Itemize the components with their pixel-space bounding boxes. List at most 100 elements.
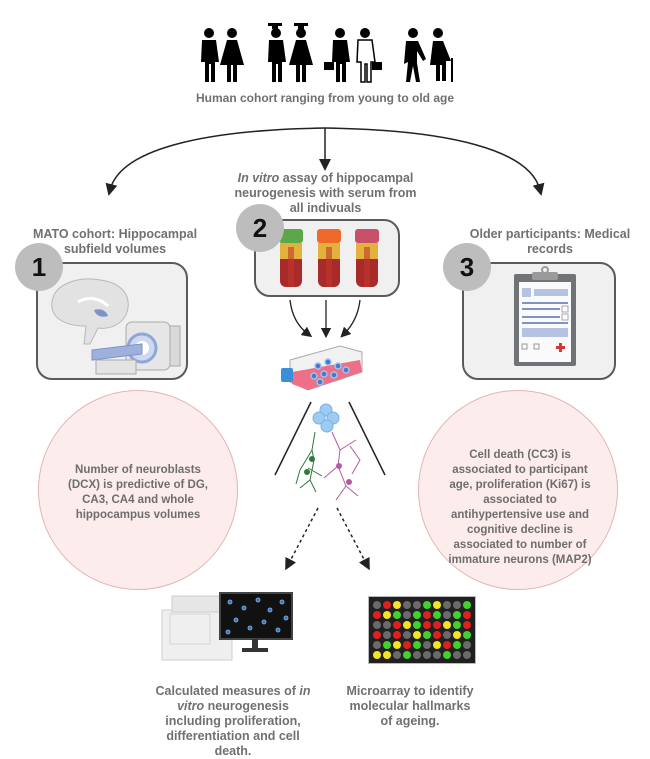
finding-right-text: Cell death (CC3) is associated to partic… bbox=[448, 449, 592, 566]
microarray-dot bbox=[463, 601, 471, 609]
brain-mri-icon bbox=[51, 278, 181, 375]
step3-title: Older participants: Medical records bbox=[469, 227, 631, 256]
microarray-dot bbox=[383, 631, 391, 639]
microarray-dot bbox=[463, 651, 471, 659]
microarray-dot bbox=[463, 631, 471, 639]
microarray-dot bbox=[453, 641, 461, 649]
microarray-dot bbox=[433, 641, 441, 649]
microarray-dot bbox=[403, 631, 411, 639]
microarray-dot bbox=[383, 611, 391, 619]
microarray-dot bbox=[423, 601, 431, 609]
arc-to-step3 bbox=[324, 127, 545, 196]
microarray-dot bbox=[423, 631, 431, 639]
professional-couple-icon bbox=[324, 28, 382, 83]
medical-clipboard-icon bbox=[514, 266, 576, 366]
microarray-dot bbox=[443, 651, 451, 659]
microarray-dot bbox=[453, 651, 461, 659]
microarray-dot bbox=[413, 651, 421, 659]
microarray-dot bbox=[373, 621, 381, 629]
arc-to-step1 bbox=[105, 127, 326, 196]
microarray-dot bbox=[413, 621, 421, 629]
microarray-dot bbox=[373, 651, 381, 659]
blood-tube-icon bbox=[317, 229, 341, 287]
step1-panel bbox=[36, 262, 188, 380]
microarray-dot bbox=[453, 601, 461, 609]
microarray-dot bbox=[373, 601, 381, 609]
microarray-dot bbox=[403, 611, 411, 619]
young-couple-icon bbox=[201, 28, 244, 82]
graduate-couple-icon bbox=[268, 23, 313, 82]
microarray-dot bbox=[393, 631, 401, 639]
blood-tube-icon bbox=[355, 229, 379, 287]
microarray-dot bbox=[433, 651, 441, 659]
step2-number-badge: 2 bbox=[236, 204, 284, 252]
microarray-dot bbox=[443, 611, 451, 619]
microarray-dot bbox=[433, 621, 441, 629]
dashed-arrow-microarray bbox=[336, 507, 370, 571]
microarray-dot bbox=[463, 621, 471, 629]
microarray-dot bbox=[383, 641, 391, 649]
microarray-dot bbox=[393, 651, 401, 659]
elderly-couple-icon bbox=[404, 28, 453, 82]
microarray-dot bbox=[443, 641, 451, 649]
microarray-dot bbox=[373, 641, 381, 649]
cohort-caption: Human cohort ranging from young to old a… bbox=[196, 91, 454, 105]
microarray-dot bbox=[383, 651, 391, 659]
imaging-caption-pre: Calculated measures of bbox=[155, 684, 300, 698]
microarray-dot bbox=[463, 611, 471, 619]
microarray-dot bbox=[413, 611, 421, 619]
imaging-caption: Calculated measures of in vitro neurogen… bbox=[148, 684, 318, 759]
microarray-dot bbox=[443, 621, 451, 629]
step1-number-badge: 1 bbox=[15, 243, 63, 291]
microarray-dot bbox=[443, 631, 451, 639]
funnel-left bbox=[274, 401, 312, 476]
microarray-dot bbox=[433, 611, 441, 619]
microarray-dot bbox=[423, 641, 431, 649]
imaging-caption-post: neurogenesis including proliferation, di… bbox=[165, 699, 301, 758]
microarray-dot bbox=[403, 651, 411, 659]
microarray-dot bbox=[413, 641, 421, 649]
microarray-dot bbox=[443, 601, 451, 609]
microarray-chip bbox=[368, 596, 476, 664]
step3-panel bbox=[462, 262, 616, 380]
microarray-dot bbox=[393, 611, 401, 619]
step1-title: MATO cohort: Hippocampal subfield volume… bbox=[32, 227, 198, 256]
microarray-dot bbox=[373, 611, 381, 619]
blood-tubes-icon bbox=[279, 229, 379, 287]
step2-title-rest: assay of hippocampal neurogenesis with s… bbox=[234, 171, 417, 215]
finding-left-text: Number of neuroblasts (DCX) is predictiv… bbox=[68, 464, 208, 521]
dashed-arrow-imaging bbox=[285, 507, 319, 571]
funnel-right bbox=[348, 401, 386, 476]
microarray-dot bbox=[453, 621, 461, 629]
microarray-dot bbox=[393, 641, 401, 649]
microarray-caption: Microarray to identify molecular hallmar… bbox=[346, 684, 474, 728]
microarray-dot bbox=[373, 631, 381, 639]
microarray-dot bbox=[463, 641, 471, 649]
microarray-dot bbox=[423, 651, 431, 659]
step2-panel bbox=[254, 219, 400, 297]
microarray-dot bbox=[453, 611, 461, 619]
microarray-dot bbox=[423, 611, 431, 619]
microarray-dot bbox=[403, 621, 411, 629]
microarray-dot bbox=[423, 621, 431, 629]
microarray-dot bbox=[413, 601, 421, 609]
microarray-dot bbox=[403, 601, 411, 609]
microarray-dot bbox=[403, 641, 411, 649]
microarray-dot bbox=[453, 631, 461, 639]
microarray-dot bbox=[413, 631, 421, 639]
microarray-dot bbox=[393, 621, 401, 629]
arrow-tube1-flask bbox=[289, 299, 313, 338]
microarray-dot bbox=[383, 601, 391, 609]
microarray-dot bbox=[433, 601, 441, 609]
microarray-dot bbox=[433, 631, 441, 639]
arrow-tube3-flask bbox=[340, 299, 361, 338]
blood-tube-icon bbox=[279, 229, 303, 287]
imaging-caption-italic1: in bbox=[299, 684, 311, 698]
step2-title: In vitro assay of hippocampal neurogenes… bbox=[228, 171, 423, 216]
step3-number-badge: 3 bbox=[443, 243, 491, 291]
imaging-caption-italic2: vitro bbox=[177, 699, 205, 713]
